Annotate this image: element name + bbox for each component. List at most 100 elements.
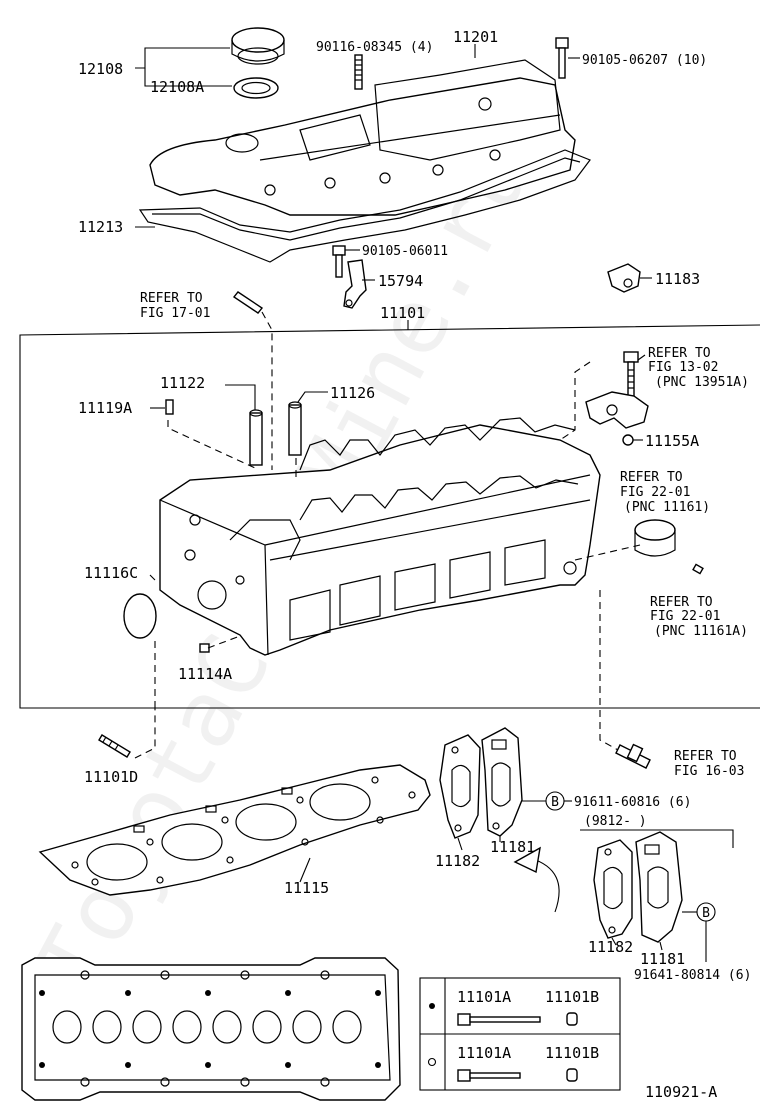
callout-b-upper: B bbox=[545, 791, 565, 811]
bolt-table bbox=[419, 977, 621, 1091]
stud-11101D[interactable] bbox=[98, 734, 131, 758]
label-refer-22-01-a-line1: REFER TO bbox=[620, 470, 683, 485]
table-row1-col2: 11101B bbox=[545, 988, 599, 1006]
table-row1-marker bbox=[429, 1003, 435, 1009]
pin-11155A[interactable] bbox=[622, 434, 634, 446]
callout-b-upper-label: B bbox=[551, 795, 559, 810]
cylinder-head-gasket[interactable] bbox=[38, 764, 431, 896]
dashed-11119A bbox=[167, 420, 256, 469]
leader-11182-b bbox=[611, 937, 617, 946]
leader-11181-b bbox=[659, 941, 663, 951]
water-outlet-gasket-11182-a[interactable] bbox=[439, 734, 481, 839]
washer-11101B-row1 bbox=[566, 1012, 578, 1026]
label-11122: 11122 bbox=[160, 374, 205, 392]
pin-11114A[interactable] bbox=[199, 643, 210, 653]
label-refer-22-01-a-line3: (PNC 11161) bbox=[624, 500, 710, 515]
table-row2-col2: 11101B bbox=[545, 1044, 599, 1062]
cylinder-head-cover-gasket[interactable] bbox=[138, 149, 591, 263]
label-11182-upper: 11182 bbox=[435, 852, 480, 870]
valve-guide-bushing-11122[interactable] bbox=[249, 409, 263, 466]
dashed-11114A bbox=[207, 635, 241, 649]
label-12108A: 12108A bbox=[150, 78, 204, 96]
table-row1-col1: 11101A bbox=[457, 988, 511, 1006]
label-refer-17-01-line1: REFER TO bbox=[140, 291, 203, 306]
leader-11116C bbox=[149, 574, 156, 581]
washer-11101B-row2 bbox=[566, 1068, 578, 1082]
label-11114A: 11114A bbox=[178, 665, 232, 683]
label-refer-13-02-line3: (PNC 13951A) bbox=[655, 375, 749, 390]
label-11101D: 11101D bbox=[84, 768, 138, 786]
label-refer-22-01-a-line2: FIG 22-01 bbox=[620, 485, 690, 500]
label-refer-17-01-line2: FIG 17-01 bbox=[140, 306, 210, 321]
leader-11182-a bbox=[457, 837, 463, 851]
leader-12108A bbox=[144, 68, 232, 87]
callout-b-lower-label: B bbox=[702, 906, 710, 921]
label-11181-lower: 11181 bbox=[640, 950, 685, 968]
valve-guide-bushing-11126[interactable] bbox=[288, 401, 302, 456]
cylinder-head-bottom-view[interactable] bbox=[21, 957, 401, 1101]
label-91611-60816: 91611-60816 (6) bbox=[574, 795, 691, 810]
plug-11116C[interactable] bbox=[123, 593, 157, 639]
plug-refer-22-01[interactable] bbox=[634, 519, 676, 557]
date-bracket bbox=[580, 829, 734, 848]
stud-bolt-90116[interactable] bbox=[354, 54, 363, 90]
label-11119A: 11119A bbox=[78, 399, 132, 417]
bolt-refer-13-02[interactable] bbox=[623, 351, 639, 399]
label-11126: 11126 bbox=[330, 384, 375, 402]
bolt-11101A-row2 bbox=[457, 1069, 521, 1082]
water-outlet-housing-11181-b[interactable] bbox=[635, 831, 683, 943]
pin-refer-22-01-a[interactable] bbox=[692, 563, 704, 575]
fitting-refer-16-03[interactable] bbox=[615, 743, 651, 769]
table-row2-marker bbox=[427, 1057, 437, 1067]
label-12108: 12108 bbox=[78, 60, 123, 78]
leader-12108 bbox=[135, 47, 230, 69]
cylinder-head-box bbox=[19, 324, 760, 709]
label-refer-22-01-b-line2: FIG 22-01 bbox=[650, 609, 720, 624]
dashed-11101D bbox=[134, 708, 156, 759]
figure-id: 110921-A bbox=[645, 1083, 717, 1101]
leader-11115 bbox=[299, 857, 311, 883]
label-refer-16-03-line2: FIG 16-03 bbox=[674, 764, 744, 779]
label-refer-13-02-line1: REFER TO bbox=[648, 346, 711, 361]
label-15794: 15794 bbox=[378, 272, 423, 290]
label-11116C: 11116C bbox=[84, 564, 138, 582]
leader-11126 bbox=[297, 391, 328, 403]
label-11155A: 11155A bbox=[645, 432, 699, 450]
dashed-16-03 bbox=[599, 590, 619, 751]
oil-filler-cap-gasket[interactable] bbox=[233, 77, 279, 99]
label-90105-06207: 90105-06207 (10) bbox=[582, 53, 707, 68]
label-date-range: (9812- ) bbox=[584, 814, 647, 829]
direction-arrow bbox=[513, 846, 560, 913]
label-refer-13-02-line2: FIG 13-02 bbox=[648, 360, 718, 375]
cylinder-head-cover[interactable] bbox=[149, 59, 576, 216]
water-outlet-gasket-11182-b[interactable] bbox=[593, 839, 633, 939]
camshaft-bearing-cap[interactable] bbox=[585, 391, 649, 429]
label-11213: 11213 bbox=[78, 218, 123, 236]
bolt-90105-06011[interactable] bbox=[332, 245, 346, 278]
bolt-90105-06207[interactable] bbox=[555, 37, 580, 79]
callout-b-lower: B bbox=[696, 902, 716, 922]
label-11101: 11101 bbox=[380, 304, 425, 322]
dashed-17-01 bbox=[261, 311, 273, 470]
label-91641-80814: 91641-80814 (6) bbox=[634, 968, 751, 983]
label-11115: 11115 bbox=[284, 879, 329, 897]
label-refer-16-03-line1: REFER TO bbox=[674, 749, 737, 764]
cylinder-head[interactable] bbox=[159, 417, 601, 656]
label-11183: 11183 bbox=[655, 270, 700, 288]
oil-filler-cap[interactable] bbox=[231, 27, 285, 65]
label-11201: 11201 bbox=[453, 28, 498, 46]
label-11182-lower: 11182 bbox=[588, 938, 633, 956]
bracket-15794[interactable] bbox=[343, 259, 367, 309]
water-outlet-housing-11181-a[interactable] bbox=[481, 727, 523, 837]
leader-refer-13-02 bbox=[637, 354, 646, 361]
table-row2-col1: 11101A bbox=[457, 1044, 511, 1062]
leader-11122 bbox=[225, 384, 256, 410]
dashed-13-02 bbox=[559, 361, 591, 441]
label-refer-22-01-b-line1: REFER TO bbox=[650, 595, 713, 610]
camshaft-bearing-cap-11183[interactable] bbox=[607, 263, 641, 293]
stud-refer-17-01[interactable] bbox=[232, 291, 264, 314]
label-refer-22-01-b-line3: (PNC 11161A) bbox=[654, 624, 748, 639]
pin-11119A[interactable] bbox=[165, 399, 174, 415]
bolt-11101A-row1 bbox=[457, 1013, 541, 1026]
label-90116-08345: 90116-08345 (4) bbox=[316, 40, 433, 55]
